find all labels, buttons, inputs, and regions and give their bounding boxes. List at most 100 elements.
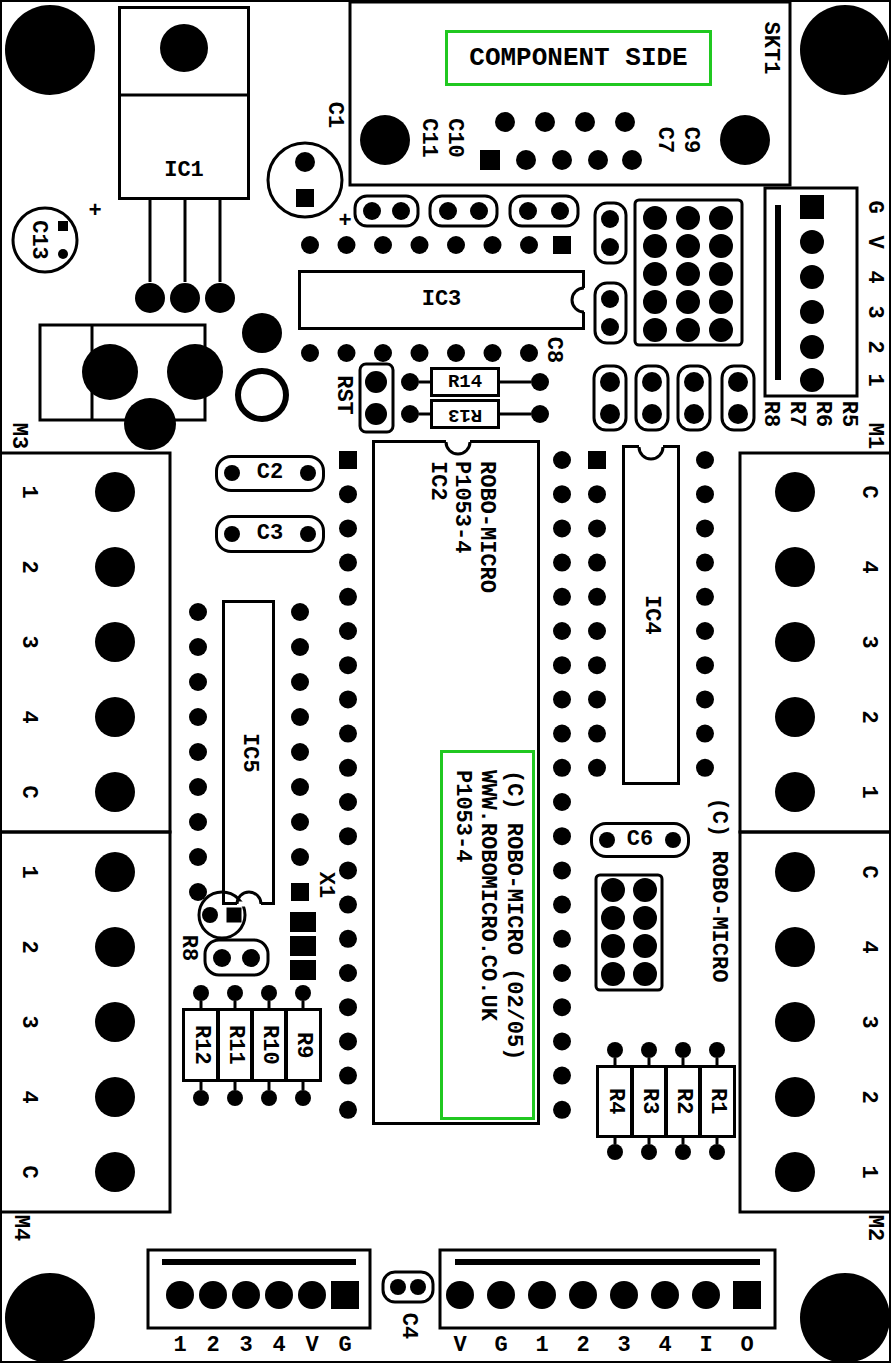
solder-pad	[339, 759, 357, 777]
solder-pad	[643, 262, 667, 286]
square-pad	[339, 451, 357, 469]
part-label: IC4	[639, 595, 663, 635]
solder-pad	[166, 1281, 194, 1309]
notch-gap	[237, 901, 261, 906]
solder-pad	[339, 690, 357, 708]
solder-pad	[728, 404, 748, 424]
solder-pad	[696, 554, 714, 572]
resistor-lead	[234, 1082, 237, 1090]
pin-label: 2	[862, 340, 886, 353]
ic-outline: IC5	[222, 600, 275, 905]
pin-label: 2	[576, 1334, 589, 1358]
solder-pad	[232, 1281, 260, 1309]
mounting-hole	[5, 5, 95, 95]
solder-pad	[390, 1279, 406, 1295]
connector-key	[162, 1259, 356, 1265]
solder-pad	[339, 1101, 357, 1119]
solder-pad	[295, 985, 311, 1001]
capacitor-outline	[13, 208, 77, 272]
solder-pad	[675, 1042, 691, 1058]
solder-pad	[447, 236, 465, 254]
solder-pad	[588, 485, 606, 503]
square-pad	[296, 189, 314, 207]
solder-pad	[601, 934, 625, 958]
solder-pad	[58, 249, 68, 259]
solder-pad	[553, 930, 571, 948]
pin-label: C	[856, 865, 880, 878]
part-label: C11	[416, 118, 440, 158]
jack-pin	[167, 344, 223, 400]
pin-label: 1	[862, 373, 886, 386]
resistor-lead	[500, 413, 531, 416]
ic-outline: IC4	[622, 445, 680, 785]
solder-pad	[300, 526, 316, 542]
resistor-outline: R12	[182, 1008, 220, 1082]
solder-pad	[601, 878, 625, 902]
pin-label: 1	[856, 785, 880, 798]
resistor-lead	[268, 1001, 271, 1008]
pin-label: 3	[16, 635, 40, 648]
part-label: R7	[784, 401, 808, 427]
jumper-outline	[595, 203, 626, 263]
connector-key	[455, 1259, 760, 1265]
solder-pad	[651, 1281, 679, 1309]
square-pad	[733, 1281, 761, 1309]
pin-label: 1	[856, 1165, 880, 1178]
solder-pad	[553, 485, 571, 503]
pin-label: 2	[856, 710, 880, 723]
solder-pad	[520, 236, 538, 254]
terminal-screw	[775, 472, 815, 512]
solder-pad	[338, 236, 356, 254]
notch-gap	[581, 288, 586, 312]
part-label: IC2	[425, 461, 449, 501]
jumper-outline	[722, 366, 754, 430]
pin-label: 4	[16, 1090, 40, 1103]
solder-pad	[535, 112, 555, 132]
resistor-outline: R1	[698, 1065, 736, 1138]
solder-pad	[189, 603, 207, 621]
solder-pad	[439, 202, 457, 220]
solder-pad	[696, 588, 714, 606]
solder-pad	[189, 638, 207, 656]
header-outline	[635, 200, 742, 345]
solder-pad	[553, 690, 571, 708]
regulator-leg	[219, 200, 222, 282]
solder-pad	[601, 290, 619, 308]
jumper-outline	[205, 940, 268, 975]
solder-pad	[588, 519, 606, 537]
solder-pad	[551, 202, 569, 220]
solder-pad	[553, 588, 571, 606]
solder-pad	[588, 554, 606, 572]
terminal-screw	[775, 697, 815, 737]
solder-pad	[600, 404, 620, 424]
solder-pad	[339, 827, 357, 845]
pin-label: I	[699, 1334, 712, 1358]
solder-pad	[553, 554, 571, 572]
resistor-lead	[614, 1138, 617, 1144]
solder-pad	[295, 1090, 311, 1106]
solder-pad	[189, 778, 207, 796]
solder-pad	[588, 622, 606, 640]
solder-pad	[600, 372, 620, 392]
solder-pad	[684, 372, 704, 392]
pin-label: C	[856, 485, 880, 498]
terminal-screw	[95, 1152, 135, 1192]
solder-pad	[339, 725, 357, 743]
resistor-lead	[716, 1138, 719, 1144]
solder-pad	[265, 1281, 293, 1309]
terminal-screw	[95, 852, 135, 892]
solder-pad	[553, 451, 571, 469]
pin-label: 4	[658, 1334, 671, 1358]
solder-pad	[484, 344, 502, 362]
part-label: C8	[541, 337, 565, 363]
solder-pad	[696, 759, 714, 777]
part-label: C3	[257, 522, 283, 546]
solder-pad	[641, 1042, 657, 1058]
solder-pad	[224, 465, 240, 481]
solder-pad	[553, 1032, 571, 1050]
solder-pad	[709, 1042, 725, 1058]
solder-pad	[410, 1279, 426, 1295]
square-pad	[553, 236, 571, 254]
